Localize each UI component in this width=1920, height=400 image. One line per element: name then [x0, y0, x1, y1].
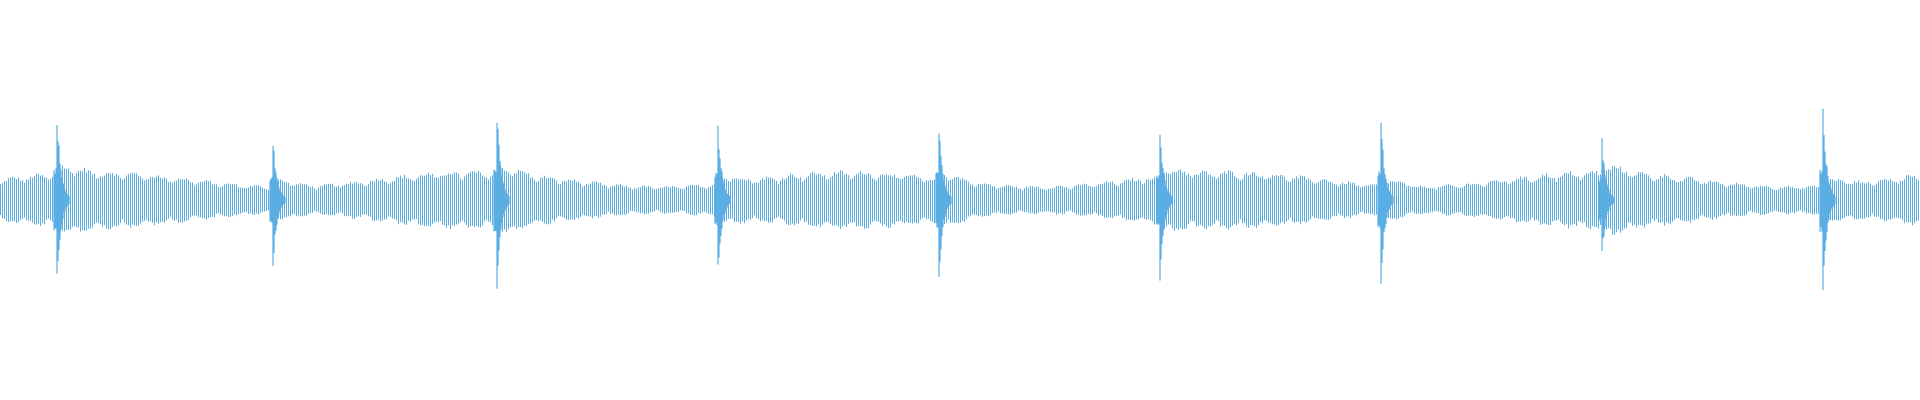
waveform-transient-7: [1377, 122, 1394, 284]
waveform-transient-5: [935, 133, 952, 277]
waveform-tone-body: [0, 163, 1919, 235]
waveform-transient-6: [1156, 134, 1173, 281]
waveform-transient-1: [53, 125, 70, 274]
waveform-transients: [53, 108, 1836, 290]
waveform-transient-9: [1819, 108, 1836, 290]
waveform-transient-3: [493, 122, 510, 289]
waveform-transient-2: [269, 145, 286, 266]
waveform-transient-4: [714, 125, 731, 265]
waveform-transient-8: [1598, 138, 1615, 251]
waveform-bars: [0, 163, 1919, 235]
